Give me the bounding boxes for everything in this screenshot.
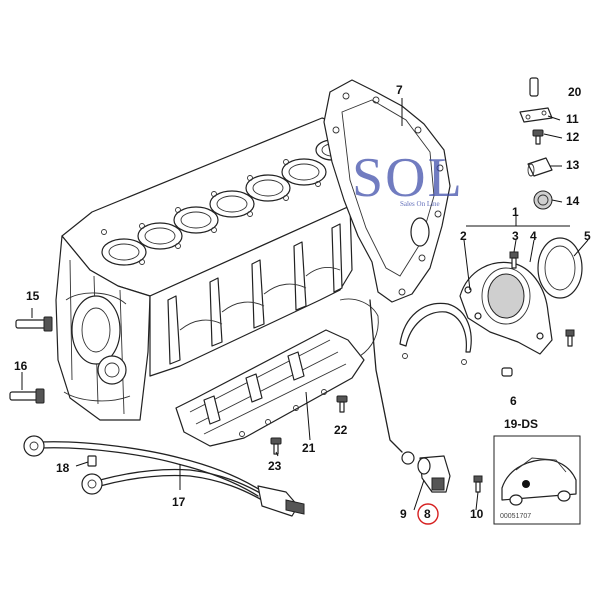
knock-sensor-harness bbox=[23, 435, 305, 517]
vehicle-inset: 00051707 bbox=[493, 435, 581, 525]
callout-10: 10 bbox=[470, 507, 484, 521]
callout-14: 14 bbox=[566, 194, 580, 208]
callout-labels: 7 20 11 12 13 14 1 2 3 4 5 6 19-DS 15 16… bbox=[14, 83, 591, 525]
callout-8: 8 bbox=[424, 507, 431, 521]
callout-17: 17 bbox=[172, 495, 186, 509]
callout-13: 13 bbox=[566, 158, 580, 172]
bolt-22 bbox=[336, 395, 348, 413]
callout-5: 5 bbox=[584, 229, 591, 243]
engine-block bbox=[55, 117, 381, 447]
callout-12: 12 bbox=[566, 130, 580, 144]
callout-9: 9 bbox=[400, 507, 407, 521]
inset-label: 19-DS bbox=[504, 417, 538, 431]
cylinder-bores bbox=[101, 139, 349, 266]
part-20-dowel bbox=[529, 77, 539, 97]
crankshaft-position-sensor bbox=[369, 299, 483, 493]
small-parts-column bbox=[519, 77, 553, 210]
part-12-screw bbox=[532, 129, 544, 145]
sol-watermark: SOL Sales On Line bbox=[352, 147, 464, 209]
callout-7: 7 bbox=[396, 83, 403, 97]
callout-18: 18 bbox=[56, 461, 70, 475]
callout-15: 15 bbox=[26, 289, 40, 303]
callout-3: 3 bbox=[512, 229, 519, 243]
rear-seal-assembly bbox=[399, 237, 583, 377]
callout-16: 16 bbox=[14, 359, 28, 373]
callout-6: 6 bbox=[510, 394, 517, 408]
part-11-bracket bbox=[519, 107, 553, 123]
part-13-plug bbox=[527, 157, 553, 177]
callout-20: 20 bbox=[568, 85, 582, 99]
callout-1: 1 bbox=[512, 205, 519, 219]
callout-11: 11 bbox=[566, 112, 579, 126]
callout-23: 23 bbox=[268, 459, 282, 473]
callout-22: 22 bbox=[334, 423, 348, 437]
callout-21: 21 bbox=[302, 441, 316, 455]
crank-bulkheads bbox=[167, 223, 343, 365]
bolt-23 bbox=[270, 437, 282, 455]
location-marker-icon bbox=[522, 480, 530, 488]
part-16-plug bbox=[9, 388, 45, 404]
watermark-text: SOL bbox=[352, 147, 464, 209]
callout-4: 4 bbox=[530, 229, 537, 243]
inset-code: 00051707 bbox=[500, 513, 531, 520]
rear-engine-plate bbox=[323, 79, 451, 303]
part-15-plug bbox=[15, 316, 53, 332]
leader-lines bbox=[21, 98, 589, 511]
highlight-circle bbox=[417, 503, 439, 525]
watermark-subtitle: Sales On Line bbox=[400, 200, 440, 208]
part-14-plug bbox=[533, 190, 553, 210]
callout-2: 2 bbox=[460, 229, 467, 243]
